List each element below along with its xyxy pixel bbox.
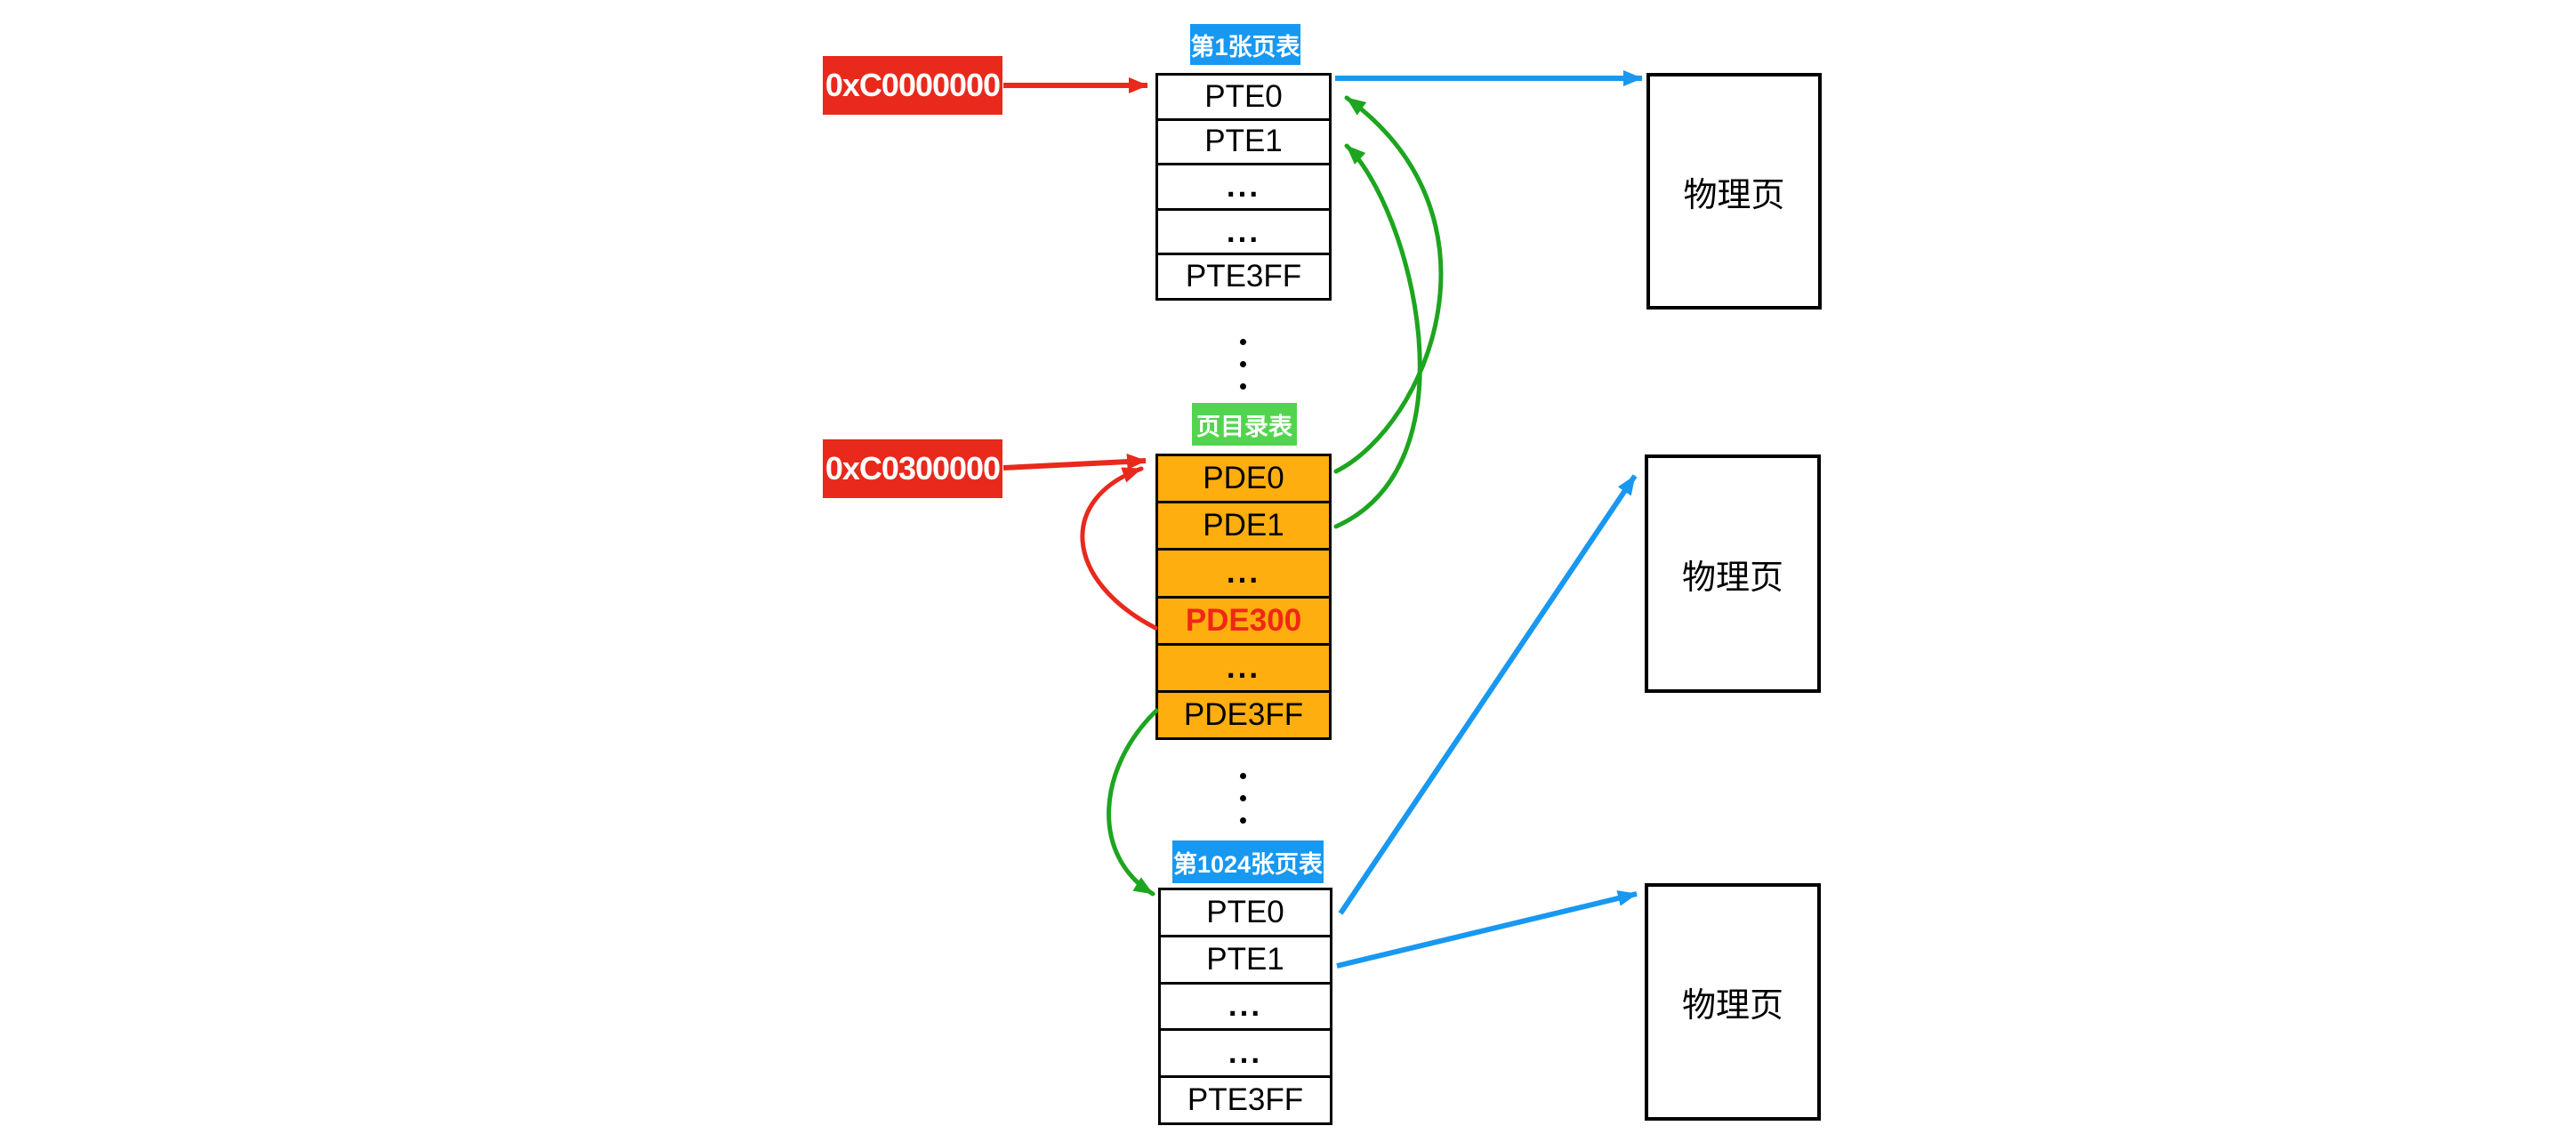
first-page-table-title: 第1张页表	[1190, 24, 1300, 65]
table-row: PTE0	[1158, 76, 1329, 121]
last-page-table-title: 第1024张页表	[1172, 840, 1324, 883]
table-row: ...	[1161, 1031, 1330, 1079]
pde1-to-pte1-arrow	[1333, 143, 1422, 529]
table-row: PTE3FF	[1158, 255, 1329, 298]
table-row: PDE0	[1158, 456, 1329, 504]
pde300-self-reference-arrow	[1080, 466, 1158, 631]
first-page-table: PTE0 PTE1 ... ... PTE3FF	[1155, 73, 1332, 301]
table-row: ...	[1161, 984, 1330, 1032]
last-page-table: PTE0 PTE1 ... ... PTE3FF	[1158, 888, 1332, 1125]
table-row: ...	[1158, 165, 1329, 211]
physical-page-3: 物理页	[1645, 883, 1821, 1121]
page-directory-table: PDE0 PDE1 ... PDE300 ... PDE3FF	[1155, 454, 1332, 740]
table-row: ...	[1158, 210, 1329, 256]
vaddr-to-directory-arrow	[1002, 454, 1147, 470]
last-pte0-to-physical-page-arrow	[1338, 474, 1638, 915]
table-row: PTE0	[1161, 890, 1330, 937]
page-directory-title: 页目录表	[1192, 403, 1297, 446]
virtual-address-box-kernel-base: 0xC0000000	[823, 56, 1002, 115]
table-row: PTE1	[1158, 120, 1329, 166]
table-row: PTE1	[1161, 937, 1330, 985]
last-pte1-to-physical-page-arrow	[1336, 890, 1638, 969]
physical-page-2: 物理页	[1645, 454, 1821, 693]
table-row-highlighted-pde300: PDE300	[1158, 598, 1329, 646]
pde0-to-pte0-arrow	[1333, 95, 1444, 474]
vertical-ellipsis	[1238, 331, 1247, 398]
table-row: PDE3FF	[1158, 692, 1329, 738]
pde3ff-to-last-table-arrow	[1107, 708, 1159, 897]
physical-page-1: 物理页	[1646, 73, 1822, 310]
virtual-address-box-page-directory: 0xC0300000	[823, 439, 1002, 498]
table-row: ...	[1158, 551, 1329, 599]
table-row: PTE3FF	[1161, 1078, 1330, 1122]
table-row: ...	[1158, 645, 1329, 693]
table-row: PDE1	[1158, 503, 1329, 551]
vertical-ellipsis	[1238, 765, 1247, 832]
